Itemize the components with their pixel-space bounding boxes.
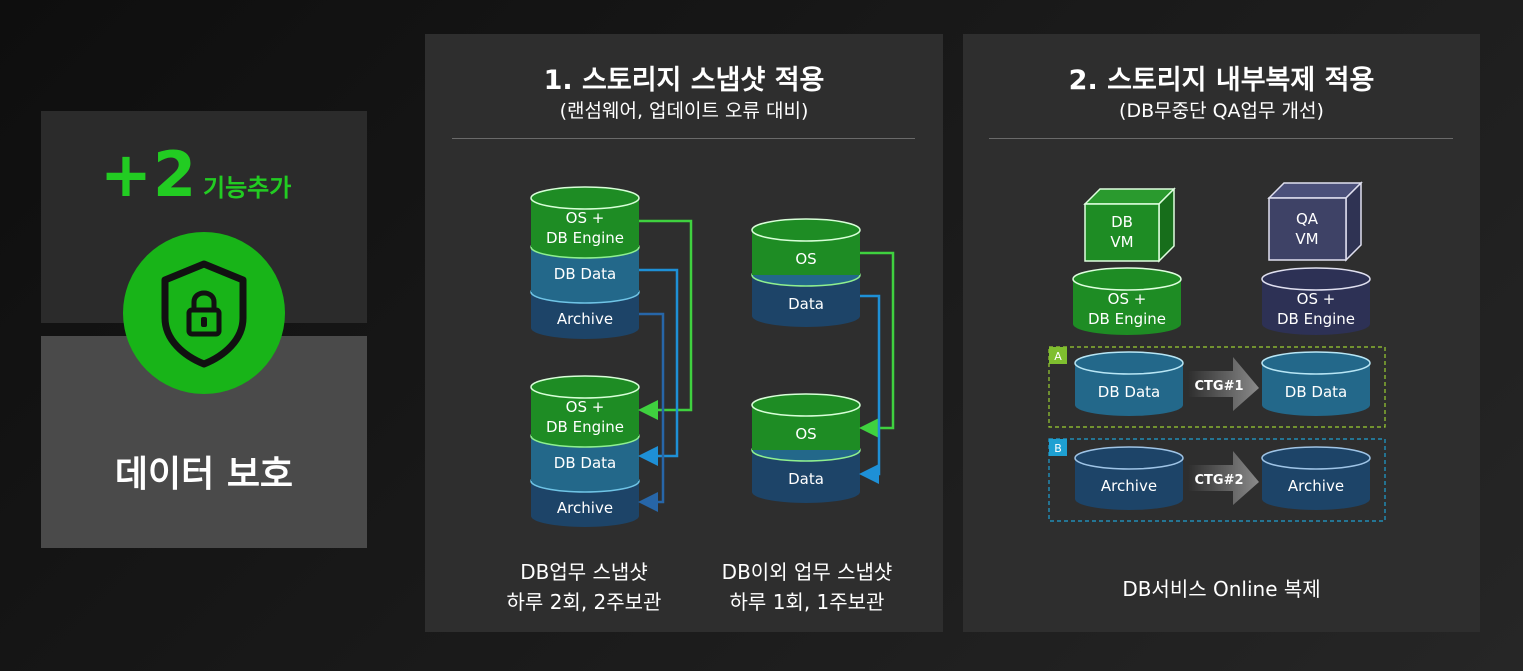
- panel-subtitle: (DB무중단 QA업무 개선): [1119, 100, 1324, 122]
- ctg1-label: CTG#1: [1194, 379, 1243, 394]
- caption-db-snapshot: DB업무 스냅샷 하루 2회, 2주보관: [461, 557, 707, 617]
- cylinder-label: Archive: [557, 310, 613, 328]
- replication-diagram: DB VM QA VM OS + DB Engine OS + DB Engin…: [1048, 181, 1386, 522]
- cylinder-label: Data: [788, 295, 824, 313]
- panel-title: 1. 스토리지 스냅샷 적용: [543, 65, 825, 96]
- caption-line: DB이외 업무 스냅샷: [721, 560, 893, 584]
- cylinder-label: DB Data: [1285, 383, 1347, 401]
- db-snapshot-target-cylinder: OS + DB Engine DB Data Archive: [530, 375, 640, 527]
- panel-divider: [452, 138, 915, 139]
- snapshot-arrow-engine: [638, 219, 693, 420]
- group-b-box: [1048, 438, 1386, 522]
- db-snapshot-source-cylinder: OS + DB Engine DB Data Archive: [530, 186, 640, 339]
- cylinder-label: DB Data: [554, 265, 616, 283]
- cylinder-label: Archive: [1288, 477, 1344, 495]
- vm-label: DB: [1111, 213, 1133, 231]
- cylinder-label: OS: [795, 425, 816, 443]
- dbdata-target-cylinder: DB Data: [1261, 351, 1371, 416]
- cylinder-label: DB Data: [1098, 383, 1160, 401]
- cylinder-label: OS +: [1108, 290, 1147, 308]
- cylinder-label: OS +: [1297, 290, 1336, 308]
- os-snapshot-target-cylinder: OS Data: [751, 393, 861, 503]
- vm-label: VM: [1110, 233, 1133, 251]
- cylinder-label: OS: [795, 250, 816, 268]
- cylinder-label: Archive: [1101, 477, 1157, 495]
- group-a-box: [1048, 346, 1386, 428]
- panel-subtitle: (랜섬웨어, 업데이트 오류 대비): [559, 100, 809, 122]
- cylinder-label: Archive: [557, 499, 613, 517]
- caption-line: 하루 1회, 1주보관: [729, 590, 885, 614]
- snapshot-arrow-archive: [638, 312, 665, 512]
- vm-label: VM: [1295, 230, 1318, 248]
- caption-line: 하루 2회, 2주보관: [506, 590, 662, 614]
- cylinder-label: DB Engine: [546, 418, 624, 436]
- shield-lock-icon: [123, 232, 285, 394]
- group-b-tag: [1049, 439, 1067, 456]
- cylinder-label: Data: [788, 470, 824, 488]
- feature-count: +2: [100, 138, 198, 211]
- archive-source-cylinder: Archive: [1074, 446, 1184, 510]
- data-protection-title: 데이터 보호: [114, 454, 294, 495]
- group-a-tag-label: A: [1054, 350, 1062, 363]
- panel-divider: [989, 138, 1453, 139]
- qa-engine-cylinder: OS + DB Engine: [1261, 267, 1371, 335]
- panel-title: 2. 스토리지 내부복제 적용: [1068, 65, 1375, 96]
- dbdata-source-cylinder: DB Data: [1074, 351, 1184, 416]
- group-b-tag-label: B: [1054, 442, 1062, 455]
- caption-line: DB업무 스냅샷: [520, 560, 648, 584]
- caption-os-snapshot: DB이외 업무 스냅샷 하루 1회, 1주보관: [687, 557, 927, 617]
- ctg2-label: CTG#2: [1194, 473, 1243, 488]
- cylinder-label: OS +: [566, 398, 605, 416]
- replication-panel: 2. 스토리지 내부복제 적용 (DB무중단 QA업무 개선) DB VM QA…: [963, 34, 1480, 632]
- db-engine-cylinder: OS + DB Engine: [1072, 267, 1182, 335]
- snapshot-diagram: OS + DB Engine DB Data Archive OS + DB E…: [530, 186, 895, 527]
- archive-target-cylinder: Archive: [1261, 446, 1371, 510]
- db-vm-cube: DB VM: [1083, 187, 1176, 263]
- ctg2-arrow: [1188, 451, 1259, 505]
- caption-replication: DB서비스 Online 복제: [1122, 577, 1321, 601]
- vm-label: QA: [1296, 210, 1319, 228]
- ctg1-arrow: [1188, 357, 1259, 411]
- feature-count-label: 기능추가: [203, 174, 292, 202]
- snapshot-arrow-data: [859, 294, 881, 484]
- cylinder-label: DB Engine: [546, 229, 624, 247]
- cylinder-label: DB Data: [554, 454, 616, 472]
- group-a-tag: [1049, 347, 1067, 364]
- os-snapshot-source-cylinder: OS Data: [751, 218, 861, 327]
- cylinder-label: DB Engine: [1277, 310, 1355, 328]
- snapshot-panel: 1. 스토리지 스냅샷 적용 (랜섬웨어, 업데이트 오류 대비) OS + D…: [425, 34, 943, 632]
- snapshot-arrow-os: [859, 251, 895, 438]
- cylinder-label: OS +: [566, 209, 605, 227]
- snapshot-arrow-dbdata: [638, 268, 679, 466]
- qa-vm-cube: QA VM: [1267, 181, 1363, 262]
- cylinder-label: DB Engine: [1088, 310, 1166, 328]
